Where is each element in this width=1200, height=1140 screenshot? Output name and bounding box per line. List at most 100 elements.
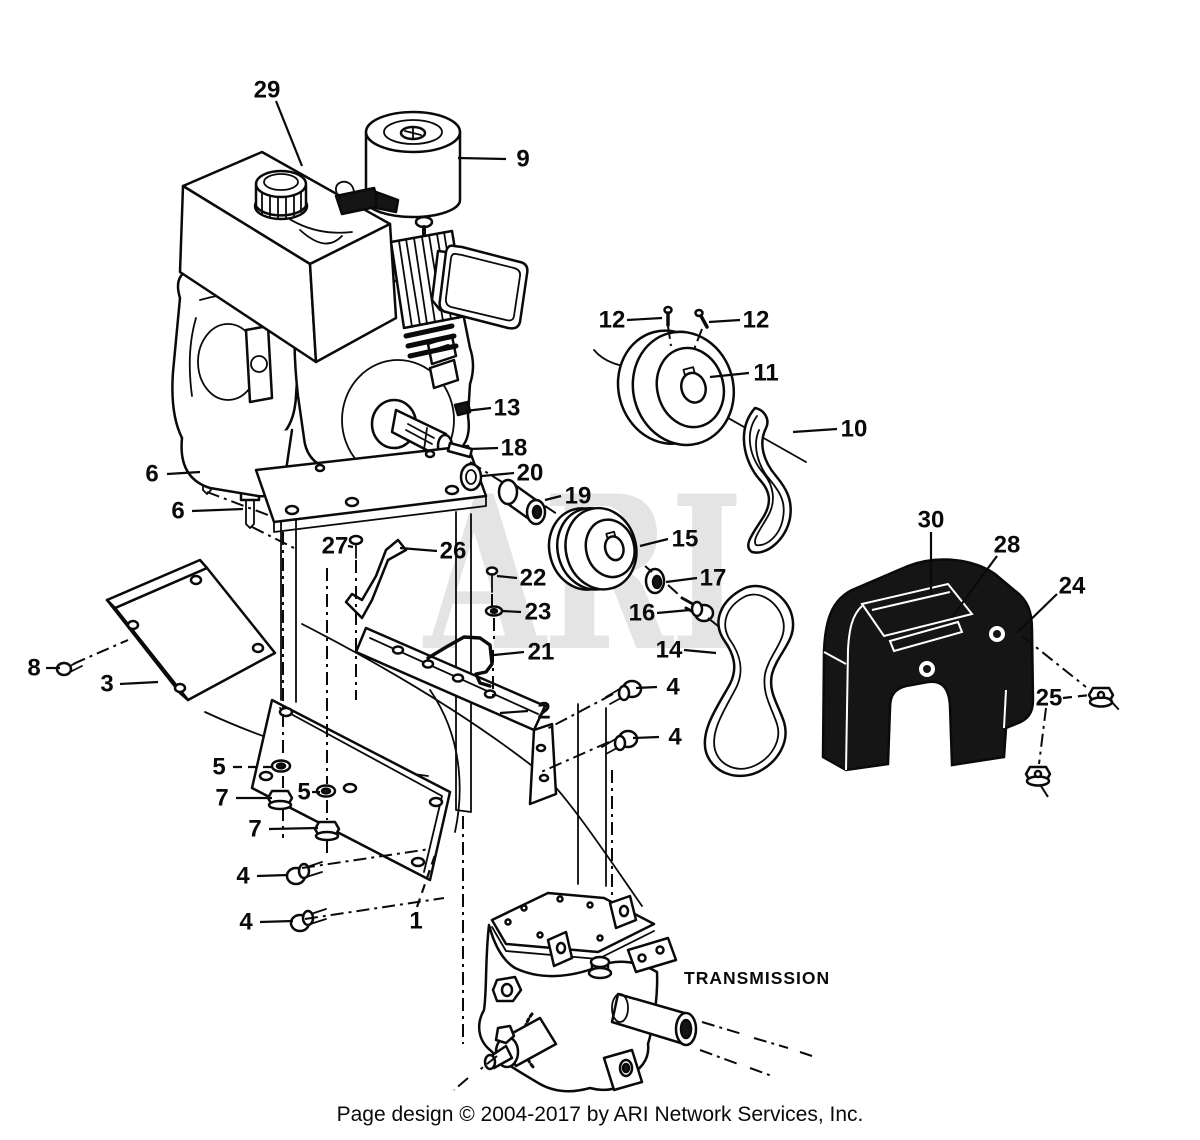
callout-10: 10: [841, 416, 868, 443]
callout-7a: 7: [215, 785, 228, 812]
washer-20: [459, 462, 483, 492]
callout-leader-26: [399, 546, 438, 553]
callout-16: 16: [629, 600, 656, 627]
callout-leader-2: [499, 709, 529, 715]
callout-5a: 5: [212, 754, 225, 781]
callout-leader-12a: [626, 316, 663, 322]
callout-leader-20: [481, 471, 515, 478]
callout-leader-14: [683, 648, 717, 655]
callout-leader-19: [544, 494, 562, 502]
callout-leader-17: [665, 576, 698, 584]
engine-base-plate: [254, 444, 488, 533]
washer-5a: [270, 759, 292, 773]
nut-7a: [266, 789, 294, 811]
callout-leader-9: [457, 156, 507, 161]
callout-4c: 4: [236, 863, 250, 890]
nut-25a: [1087, 686, 1115, 708]
pin-12b: [694, 308, 709, 329]
transmission: [477, 891, 698, 1093]
boss: [491, 975, 523, 1003]
transmission-label: TRANSMISSION: [684, 968, 830, 988]
pulley-11: [616, 329, 736, 447]
callout-12b: 12: [743, 307, 770, 334]
plate-3: [105, 558, 277, 702]
callout-19: 19: [565, 483, 592, 510]
screw-22: [485, 566, 499, 593]
muffler: [430, 244, 529, 330]
plate-2: [354, 626, 558, 806]
callout-22: 22: [520, 565, 547, 592]
pin-12a: [663, 305, 673, 327]
callout-17: 17: [700, 565, 727, 592]
callout-leader-4b: [632, 735, 660, 740]
belt-14: [703, 584, 795, 778]
filler-plug: [587, 955, 613, 980]
drive-components: [446, 305, 807, 778]
carburetor-linkage: [299, 180, 400, 245]
callout-9: 9: [516, 146, 529, 173]
plate-1: [250, 698, 452, 882]
callout-4b: 4: [668, 724, 682, 751]
callout-2: 2: [537, 698, 550, 725]
callout-5b: 5: [297, 779, 310, 806]
flange-nuts-25: [1024, 686, 1115, 787]
callout-27: 27: [322, 533, 349, 560]
callout-leader-29: [274, 100, 304, 167]
callout-7b: 7: [248, 816, 261, 843]
callout-30: 30: [918, 507, 945, 534]
callout-3: 3: [100, 671, 113, 698]
callout-6b: 6: [171, 498, 184, 525]
belt-cover: [821, 558, 1035, 772]
callout-15: 15: [672, 526, 699, 553]
engine-assembly: [171, 110, 529, 533]
output-shaft-left: [483, 1016, 558, 1071]
fuel-cap: [253, 169, 309, 221]
bracket-21: [426, 635, 494, 688]
axis-lines: [72, 325, 1121, 1091]
callout-leader-25: [1062, 693, 1091, 700]
support-frame: [204, 511, 643, 907]
callout-leader-12b: [708, 318, 741, 324]
callout-leader-13: [464, 406, 492, 413]
callout-leader-7b: [268, 826, 319, 831]
pulley-15: [547, 506, 638, 591]
callout-leader-3: [119, 680, 159, 686]
callout-26: 26: [440, 538, 467, 565]
callout-leader-10: [792, 427, 838, 434]
callout-leader-27: [347, 544, 354, 549]
callout-leader-4d: [259, 919, 294, 924]
callout-24: 24: [1059, 573, 1086, 600]
callout-leader-23: [501, 609, 522, 614]
bolt-4b: [601, 729, 639, 755]
callout-leader-15: [639, 537, 669, 548]
footer-copyright: Page design © 2004-2017 by ARI Network S…: [336, 1103, 864, 1126]
callout-1: 1: [409, 908, 422, 935]
callout-25: 25: [1036, 685, 1063, 712]
callout-14: 14: [656, 637, 683, 664]
output-shaft-right: [610, 992, 698, 1047]
callout-6a: 6: [145, 461, 158, 488]
nut-25b: [1024, 765, 1052, 787]
bolt-4d: [289, 908, 327, 933]
bolt-4a: [605, 679, 643, 705]
callout-leader-22: [496, 574, 518, 580]
callout-12a: 12: [599, 307, 626, 334]
transmission-tab: [546, 930, 574, 968]
callout-leader-28: [951, 555, 998, 618]
washer-23: [484, 605, 504, 617]
callout-leader-6b: [191, 507, 244, 513]
callout-leader-4a: [635, 685, 658, 690]
washer-5b: [315, 784, 337, 798]
callout-4d: 4: [239, 909, 253, 936]
washer-17: [644, 567, 666, 595]
callout-leader-4c: [256, 873, 289, 878]
transmission-tab: [608, 894, 638, 930]
callout-leader-24: [1017, 593, 1058, 633]
callout-20: 20: [517, 460, 544, 487]
bracket-26: [344, 538, 408, 620]
callout-leader-18: [469, 446, 499, 451]
screw-27: [348, 534, 364, 559]
